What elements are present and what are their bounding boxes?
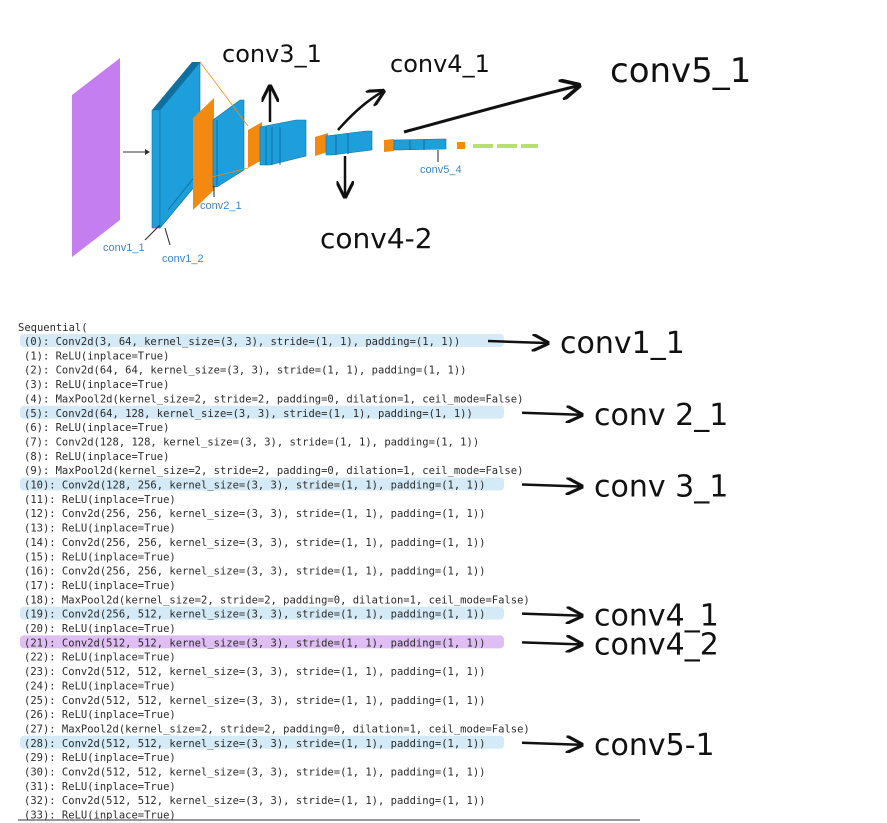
code-line: (33): ReLU(inplace=True) <box>24 810 176 822</box>
annotation-label: conv5-1 <box>594 728 715 763</box>
conv1-block-side <box>152 62 200 110</box>
conv5_4-label: conv5_4 <box>420 164 462 176</box>
annotation-arrow <box>521 485 580 487</box>
annotation-label: conv 2_1 <box>594 398 728 433</box>
annotation-label: conv1_1 <box>560 326 685 361</box>
code-line: (29): ReLU(inplace=True) <box>24 752 176 764</box>
conv2_1-label: conv2_1 <box>200 200 242 212</box>
annotation-label: conv4_1 <box>594 599 719 634</box>
code-line: (28): Conv2d(512, 512, kernel_size=(3, 3… <box>24 738 485 750</box>
code-line: (21): Conv2d(512, 512, kernel_size=(3, 3… <box>24 637 485 649</box>
code-highlight <box>20 635 504 649</box>
pool1-block <box>193 98 214 210</box>
code-line: (6): ReLU(inplace=True) <box>24 422 169 434</box>
input-arrow-head <box>145 149 150 155</box>
code-line: (24): ReLU(inplace=True) <box>24 680 176 692</box>
highlight-layer <box>20 334 504 749</box>
code-line: (18): MaxPool2d(kernel_size=2, stride=2,… <box>24 594 530 606</box>
code-line: (1): ReLU(inplace=True) <box>24 350 169 362</box>
code-highlight <box>20 334 504 347</box>
conv3-block <box>259 119 307 166</box>
annotation-arrow <box>521 743 580 745</box>
pool5-block <box>457 142 465 149</box>
pool3-block <box>315 133 328 156</box>
code-line: (10): Conv2d(128, 256, kernel_size=(3, 3… <box>24 480 485 492</box>
code-line: (14): Conv2d(256, 256, kernel_size=(3, 3… <box>24 537 485 549</box>
arrow-conv5_1 <box>403 86 577 134</box>
conv2-block <box>212 99 245 188</box>
code-line: (5): Conv2d(64, 128, kernel_size=(3, 3),… <box>24 408 473 420</box>
hand-conv5_1: conv5_1 <box>610 51 751 91</box>
code-line: (23): Conv2d(512, 512, kernel_size=(3, 3… <box>24 666 485 678</box>
code-highlight <box>20 405 504 419</box>
fc2-bar <box>497 144 517 148</box>
network-architecture: conv1_1 conv1_2 conv2_1 conv5_4 <box>72 58 538 265</box>
code-line: (30): Conv2d(512, 512, kernel_size=(3, 3… <box>24 767 485 779</box>
conv1_1-label: conv1_1 <box>103 242 145 254</box>
code-highlight <box>20 735 504 749</box>
conv1-block-front-a <box>151 109 161 229</box>
code-highlight <box>20 606 504 620</box>
code-header: Sequential( <box>18 322 88 334</box>
guide-line-1 <box>199 61 249 127</box>
conv1_1-pointer <box>144 224 161 241</box>
fc1-bar <box>473 144 493 148</box>
code-line: (8): ReLU(inplace=True) <box>24 451 169 463</box>
code-line: (25): Conv2d(512, 512, kernel_size=(3, 3… <box>24 695 485 707</box>
annotation-label: conv 3_1 <box>594 470 728 505</box>
code-line: (11): ReLU(inplace=True) <box>24 494 176 506</box>
conv1_2-pointer <box>164 227 171 246</box>
code-line: (16): Conv2d(256, 256, kernel_size=(3, 3… <box>24 566 485 578</box>
pool2-block <box>248 122 262 168</box>
code-line: (12): Conv2d(256, 256, kernel_size=(3, 3… <box>24 508 485 520</box>
code-line: (3): ReLU(inplace=True) <box>24 379 169 391</box>
code-line: (15): ReLU(inplace=True) <box>24 551 176 563</box>
code-line: (20): ReLU(inplace=True) <box>24 623 176 635</box>
hand-conv4_1: conv4_1 <box>390 50 490 78</box>
conv4-block <box>325 130 373 156</box>
conv1_2-label: conv1_2 <box>162 253 204 265</box>
arrow-conv4_1 <box>337 92 382 131</box>
annotation-arrow <box>487 341 546 343</box>
input-image-slab <box>72 58 120 257</box>
annotation-arrow <box>521 614 580 616</box>
code-line: (2): Conv2d(64, 64, kernel_size=(3, 3), … <box>24 365 467 377</box>
code-line: (31): ReLU(inplace=True) <box>24 781 176 793</box>
annotation-arrow <box>521 642 580 644</box>
code-highlight <box>20 477 504 491</box>
code-line: (26): ReLU(inplace=True) <box>24 709 176 721</box>
code-line: (32): Conv2d(512, 512, kernel_size=(3, 3… <box>24 795 485 807</box>
annotation-arrow <box>521 413 580 415</box>
annotation-label: conv4_2 <box>594 627 719 662</box>
code-line: (22): ReLU(inplace=True) <box>24 652 176 664</box>
code-line: (4): MaxPool2d(kernel_size=2, stride=2, … <box>24 393 523 405</box>
code-line: (0): Conv2d(3, 64, kernel_size=(3, 3), s… <box>24 336 460 348</box>
hand-conv3_1: conv3_1 <box>222 40 322 68</box>
conv5-block <box>393 138 447 151</box>
code-line: (7): Conv2d(128, 128, kernel_size=(3, 3)… <box>24 436 479 448</box>
code-lines: (0): Conv2d(3, 64, kernel_size=(3, 3), s… <box>24 336 530 822</box>
hand-conv4_2: conv4-2 <box>320 222 433 255</box>
code-line: (27): MaxPool2d(kernel_size=2, stride=2,… <box>24 723 530 735</box>
code-line: (17): ReLU(inplace=True) <box>24 580 176 592</box>
code-line: (19): Conv2d(256, 512, kernel_size=(3, 3… <box>24 609 485 621</box>
code-line: (9): MaxPool2d(kernel_size=2, stride=2, … <box>24 465 523 477</box>
guide-line-2 <box>199 167 249 181</box>
handwritten-top-annotations: conv3_1 conv4_1 conv5_1 conv4-2 <box>222 40 751 255</box>
pool4-block <box>384 139 394 152</box>
code-line: (13): ReLU(inplace=True) <box>24 523 176 535</box>
code-listing: Sequential( (0): Conv2d(3, 64, kernel_si… <box>18 322 640 822</box>
fc3-bar <box>521 144 538 148</box>
